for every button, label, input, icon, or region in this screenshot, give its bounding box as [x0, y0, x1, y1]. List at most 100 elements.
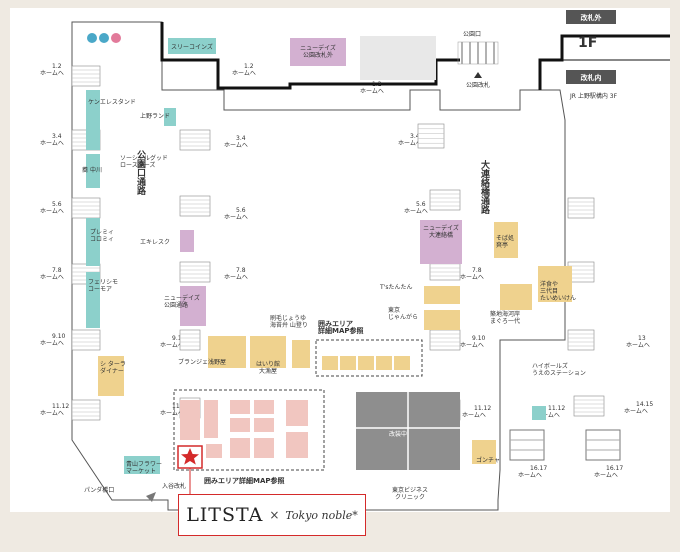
shop-hokkaido-maguro-label: 築地海河岸まぐろ一代: [490, 310, 520, 325]
park-ticket-gates: [457, 41, 499, 65]
shop-highballs-label: ハイボールズうえのステーション: [532, 362, 586, 377]
ohrenbashi-corridor-label: 大連絡橋通路: [479, 159, 490, 215]
right-lower-stairs: [509, 406, 621, 461]
litsta-logo-box[interactable]: LITSTA × Tokyo noble*: [178, 494, 366, 536]
shop-newdays-park-outside[interactable]: [290, 38, 346, 66]
shop-sleep-coins[interactable]: [168, 38, 216, 54]
floor-label: 1F: [578, 35, 597, 51]
renovation-area: [356, 392, 460, 470]
shop-ekilesk[interactable]: [180, 230, 194, 252]
stair-block[interactable]: [179, 195, 211, 217]
restroom-icon: [87, 33, 121, 43]
park-exit-label: 公園口: [463, 31, 481, 38]
shop-haike-label: 刷毛じょうゆ海苔弁 山登り: [270, 314, 308, 329]
shop-hanjaku-label: はいり館大漁屋: [256, 360, 280, 375]
tokyo-clinic-label: 東京ビジネスクリニック: [392, 486, 428, 501]
shop-hokkaido-maguro[interactable]: [500, 284, 532, 310]
shop-haike[interactable]: [292, 340, 310, 368]
shop-ts-tantan[interactable]: [424, 286, 460, 304]
shop-ueno-land[interactable]: [164, 108, 176, 126]
shop-newdays-ohren-label: ニューデイズ大連絡橋: [423, 224, 459, 239]
shop-western-three[interactable]: [538, 266, 572, 302]
detail-area-2[interactable]: [315, 339, 423, 377]
shop-western-three-label: 洋食や三代目たいめいけん: [540, 280, 576, 302]
outside-gate-badge: [566, 10, 616, 24]
stair-block[interactable]: [179, 329, 201, 351]
inside-gate-label: 改札内: [581, 73, 602, 82]
stair-block[interactable]: [179, 129, 211, 151]
shop-sleep-coins-label: スリーコインズ: [171, 43, 213, 51]
shop-brangier-label: ブランジェ浅野屋: [178, 358, 226, 366]
detail-area-1-shops: [180, 400, 308, 458]
litsta-brand: LITSTA: [186, 504, 264, 526]
shop-newdays-park-outside-label: ニューデイズ公園改札外: [300, 44, 336, 59]
shop-tokyo-jangara[interactable]: [424, 310, 460, 330]
outside-area: [360, 36, 436, 80]
shop-ferissimo[interactable]: [86, 272, 100, 328]
building-outline: [71, 21, 566, 511]
shop-ekilesk-label: エキレスク: [140, 239, 170, 246]
shop-ueno-land-label: 上野ランド: [140, 112, 170, 120]
detail-area-1-label: 囲みエリア詳細MAP参照: [204, 476, 285, 485]
shop-soba-ichi-label: そば処爽亭: [496, 234, 514, 249]
detail-area-2-shops: [322, 356, 410, 370]
stair-block[interactable]: [71, 329, 101, 351]
renovation-label: 改装中: [389, 430, 407, 438]
panda-bridge-label: パンダ橋口: [84, 486, 114, 494]
shop-newdays-park[interactable]: [180, 286, 206, 326]
shop-ken-stand[interactable]: [86, 90, 100, 150]
stair-block[interactable]: [573, 395, 605, 417]
stair-block[interactable]: [71, 197, 101, 219]
shop-premium[interactable]: [86, 218, 100, 266]
iriya-arrow-icon: [146, 492, 156, 502]
station-level-label: JR 上野駅構内 3F: [569, 92, 618, 100]
stair-block[interactable]: [429, 329, 461, 351]
stair-block[interactable]: [417, 123, 445, 149]
stair-block[interactable]: [567, 197, 595, 219]
shop-hanjaku[interactable]: [250, 336, 286, 368]
stair-block[interactable]: [179, 261, 211, 283]
shop-newdays-ohren[interactable]: [420, 220, 462, 264]
litsta-star-icon: [181, 448, 199, 465]
detail-area-1[interactable]: [173, 389, 325, 471]
stair-block[interactable]: [71, 65, 101, 87]
park-gate-label: 公園改札: [466, 81, 490, 89]
shop-soba[interactable]: [86, 154, 100, 188]
iriya-gate-label: 入谷改札: [162, 482, 186, 490]
shop-gonchar-label: ゴンチャ: [476, 456, 500, 464]
stair-block[interactable]: [71, 399, 101, 421]
park-exit-arrow-icon: [474, 72, 482, 78]
shop-tokyo-jangara-label: 東京じゃんがら: [388, 306, 418, 321]
stair-block[interactable]: [429, 189, 461, 211]
outside-gate-label: 改札外: [581, 13, 602, 22]
shop-aoyama-flower[interactable]: [124, 456, 160, 474]
tokyo-noble-brand: Tokyo noble*: [285, 508, 358, 522]
shop-ken-stand-label: ケンエレスタンド: [88, 98, 136, 106]
shop-aoyama-flower-label: 青山フラワーマーケット: [126, 460, 162, 475]
shop-soba-ichi[interactable]: [494, 222, 518, 258]
shop-brangier[interactable]: [208, 336, 246, 368]
shop-sylvain-label: シ ターラダイナー: [100, 360, 126, 375]
shop-sylvain[interactable]: [98, 356, 124, 396]
shop-gonchar[interactable]: [472, 440, 496, 464]
detail-area-2-label: 囲みエリア詳細MAP参照: [318, 319, 364, 335]
stair-block[interactable]: [567, 329, 595, 351]
